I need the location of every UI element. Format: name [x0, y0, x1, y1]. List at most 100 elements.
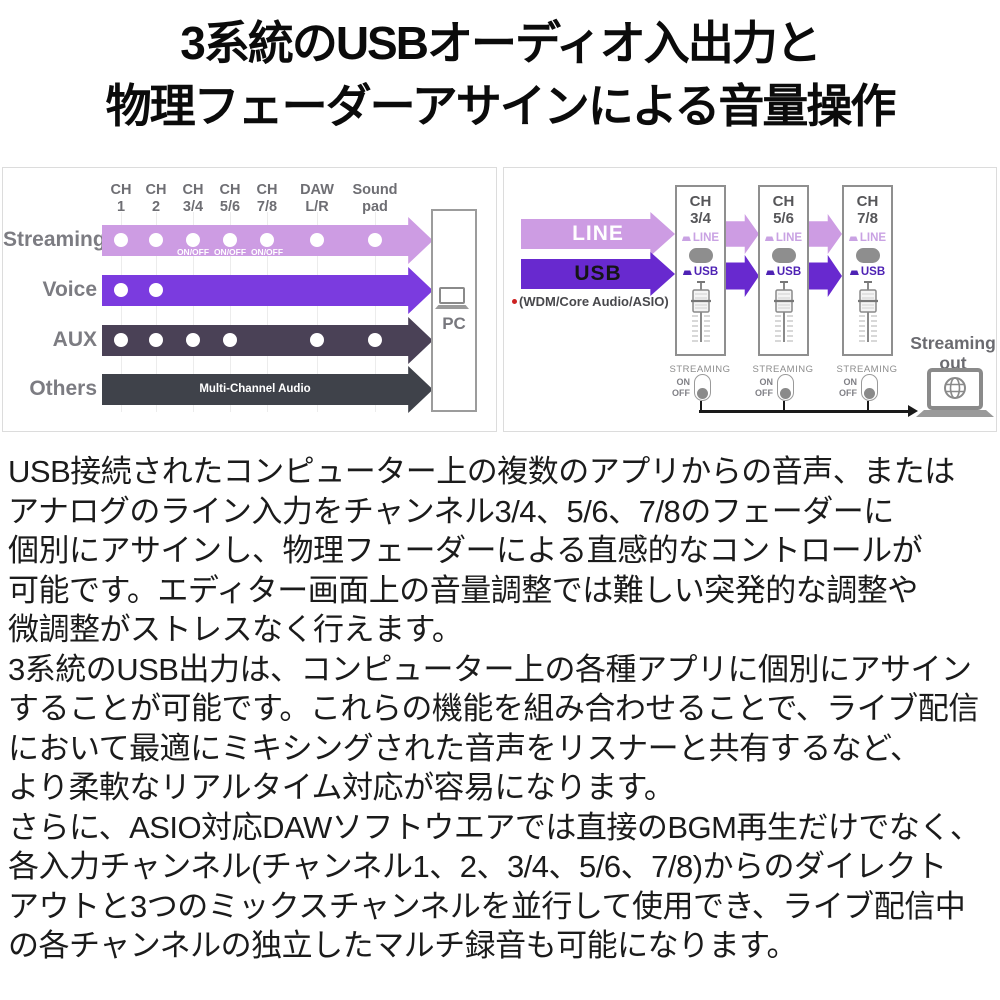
assign-dot: [114, 233, 128, 247]
assign-dot: [149, 283, 163, 297]
page-title-line1: 3系統のUSBオーディオ入出力と: [180, 17, 821, 69]
text-line: 各入力チャンネル(チャンネル1、2、3/4、5/6、7/8)からのダイレクト: [8, 849, 947, 884]
assign-dot: [186, 233, 200, 247]
gridline: [121, 212, 122, 412]
connector-line: [700, 401, 702, 411]
usb-source-row: USB: [760, 266, 807, 278]
text-line: USB接続されたコンピューター上の複数のアプリからの音声、または: [8, 454, 955, 489]
text-line: 3系統のUSB出力は、コンピューター上の各種アプリに個別にアサイン: [8, 651, 972, 687]
line-source-row: LINE: [760, 232, 807, 244]
assign-dot: [223, 333, 237, 347]
assign-dot: [368, 333, 382, 347]
multi-channel-audio-label: Multi-Channel Audio: [199, 383, 311, 395]
description-text: USB接続されたコンピューター上の複数のアプリからの音声、または アナログのライ…: [8, 452, 998, 966]
onoff-marker: ON/OFF: [250, 247, 284, 257]
usb-input-arrow-label: USB: [574, 262, 622, 285]
fader-indicator-icon: [681, 236, 691, 241]
bus-arrowhead-icon: [908, 405, 918, 417]
wdm-note: (WDM/Core Audio/ASIO): [512, 294, 669, 309]
assign-dot: [368, 233, 382, 247]
usb-source-row: USB: [844, 266, 891, 278]
row-label-voice: Voice: [42, 278, 97, 301]
streaming-toggle-switch: [694, 374, 711, 401]
fader-indicator-icon: [848, 236, 858, 241]
row-label-aux: AUX: [52, 328, 97, 351]
line-flow-arrow: [725, 214, 759, 254]
onoff-marker: ON/OFF: [213, 247, 247, 257]
connector-line: [783, 401, 785, 411]
line-source-row: LINE: [844, 232, 891, 244]
assign-dot: [310, 233, 324, 247]
usb-input-arrow: USB: [521, 252, 675, 296]
assign-dot: [260, 233, 274, 247]
line-source-row: LINE: [677, 232, 724, 244]
text-line: 微調整がストレスなく行えます。: [8, 612, 463, 647]
gridline: [267, 212, 268, 412]
streaming-toggle-switch: [777, 374, 794, 401]
page-title-line2: 物理フェーダーアサインによる音量操作: [105, 80, 897, 132]
text-line: することが可能です。これらの機能を組み合わせることで、ライブ配信: [8, 691, 979, 726]
text-line: において最適にミキシングされた音声をリスナーと共有するなど、: [8, 730, 921, 766]
source-select-switch: [688, 248, 713, 263]
assign-dot: [310, 333, 324, 347]
streaming-laptop-globe-icon: [916, 368, 994, 417]
source-select-switch: [771, 248, 796, 263]
text-line: 可能です。エディター画面上の音量調整では難しい突発的な調整や: [8, 572, 918, 608]
fader-indicator-icon: [765, 270, 775, 275]
assign-dot: [114, 283, 128, 297]
onoff-marker: ON/OFF: [176, 247, 210, 257]
fader-icon: [690, 281, 711, 342]
text-line: より柔軟なリアルタイム対応が容易になります。: [8, 770, 675, 805]
pc-box: PC: [431, 209, 477, 412]
gridline: [375, 212, 376, 412]
streaming-bus-line: [699, 410, 909, 413]
source-select-switch: [855, 248, 880, 263]
gridline: [156, 212, 157, 412]
streaming-toggle-switch: [861, 374, 878, 401]
text-line: さらに、ASIO対応DAWソフトウエアでは直接のBGM再生だけでなく、: [8, 809, 981, 845]
line-input-arrow-label: LINE: [572, 222, 624, 245]
assign-dot: [186, 333, 200, 347]
fader-icon: [773, 281, 794, 342]
usb-source-row: USB: [677, 266, 724, 278]
line-flow-arrow: [808, 214, 842, 254]
gridline: [230, 212, 231, 412]
gridline: [193, 212, 194, 412]
assign-dot: [114, 333, 128, 347]
page-title: 3系統のUSBオーディオ入出力と 物理フェーダーアサインによる音量操作: [0, 12, 1000, 138]
assign-dot: [149, 333, 163, 347]
gridline: [317, 212, 318, 412]
assign-dot: [223, 233, 237, 247]
text-line: の各チャンネルの独立したマルチ録音も可能になります。: [8, 928, 797, 963]
fader-indicator-icon: [682, 270, 692, 275]
line-input-arrow: LINE: [521, 212, 675, 256]
fader-indicator-icon: [849, 270, 859, 275]
connector-line: [867, 401, 869, 411]
text-line: アナログのライン入力をチャンネル3/4、5/6、7/8のフェーダーに: [8, 493, 894, 529]
text-line: 個別にアサインし、物理フェーダーによる直感的なコントロールが: [8, 533, 923, 568]
fader-icon: [857, 281, 878, 342]
streaming-label: STREAMING: [752, 364, 814, 375]
fader-indicator-icon: [764, 236, 774, 241]
text-line: アウトと3つのミックスチャンネルを並行して使用でき、ライブ配信中: [8, 888, 966, 924]
assign-dot: [149, 233, 163, 247]
row-label-streaming: Streaming: [3, 228, 106, 251]
usb-flow-arrow: [808, 255, 842, 297]
